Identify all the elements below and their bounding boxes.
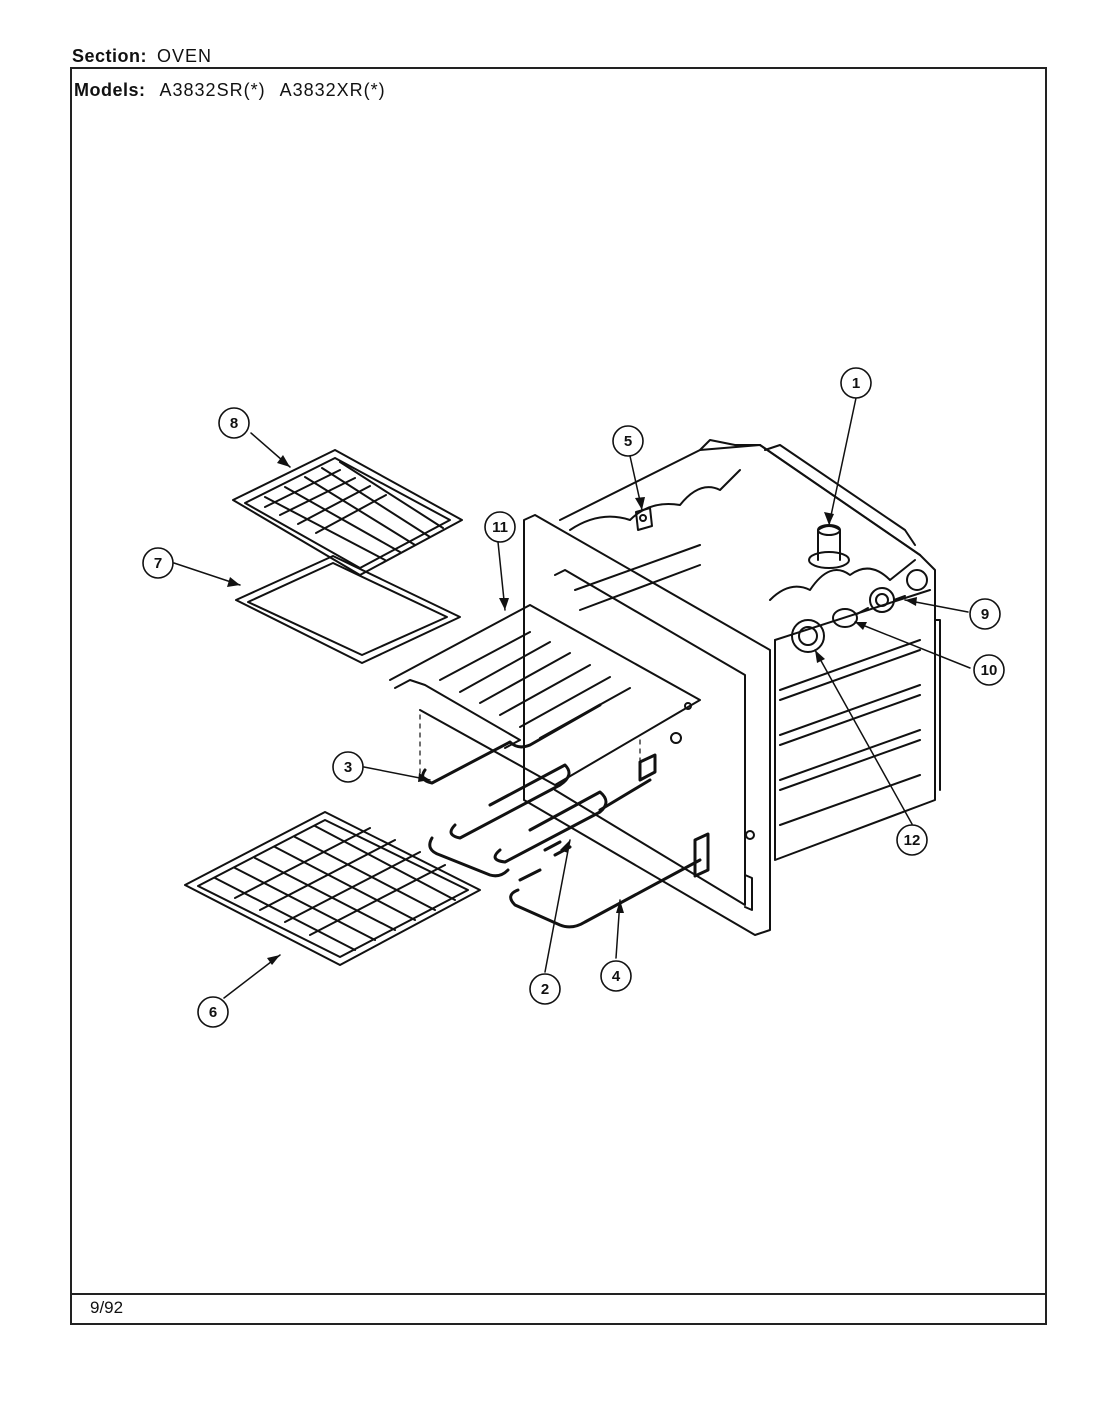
part-5-bracket xyxy=(635,507,653,531)
callout-1: 1 xyxy=(852,375,860,392)
part-3-broil-element xyxy=(421,703,608,864)
diagram-frame xyxy=(70,67,1047,1325)
part-2-bake-element xyxy=(428,753,657,878)
callout-10: 10 xyxy=(981,662,998,679)
footer-divider xyxy=(70,1293,1047,1295)
section-value: OVEN xyxy=(157,46,213,66)
part-11-front-frame xyxy=(523,514,771,936)
section-label: Section: xyxy=(72,46,148,66)
part-6-oven-rack xyxy=(184,811,481,966)
callout-6: 6 xyxy=(209,1004,217,1021)
callout-7: 7 xyxy=(154,555,162,572)
callout-11: 11 xyxy=(492,519,508,536)
callout-12: 12 xyxy=(904,832,921,849)
callout-8: 8 xyxy=(230,415,238,432)
part-9-socket xyxy=(869,587,906,613)
model-2: A3832XR(*) xyxy=(279,80,386,100)
callout-5: 5 xyxy=(624,433,632,450)
models-label: Models: xyxy=(74,80,146,100)
models-heading: Models: A3832SR(*) A3832XR(*) xyxy=(74,80,386,101)
callout-9: 9 xyxy=(981,606,989,623)
part-4-lower-element xyxy=(509,832,710,929)
model-1: A3832SR(*) xyxy=(159,80,266,100)
callout-4: 4 xyxy=(612,968,621,985)
part-12-lens xyxy=(791,619,825,653)
callout-numbers: 1 5 8 7 11 3 2 4 6 9 10 12 xyxy=(154,375,998,1021)
part-1-fitting xyxy=(808,524,850,569)
oven-cavity xyxy=(559,439,941,861)
leader-lines xyxy=(173,397,971,999)
leader-arrowheads xyxy=(227,455,917,965)
section-heading: Section: OVEN xyxy=(72,46,212,67)
part-8-broiler-grid xyxy=(232,449,463,576)
part-7-broiler-pan xyxy=(235,555,461,664)
callout-2: 2 xyxy=(541,981,549,998)
part-10-bulb xyxy=(832,607,869,628)
callout-3: 3 xyxy=(344,759,352,776)
callout-circles xyxy=(142,367,1005,1028)
alignment-lines xyxy=(419,714,641,776)
element-cover-plate xyxy=(389,604,701,786)
footer-date: 9/92 xyxy=(90,1298,124,1317)
